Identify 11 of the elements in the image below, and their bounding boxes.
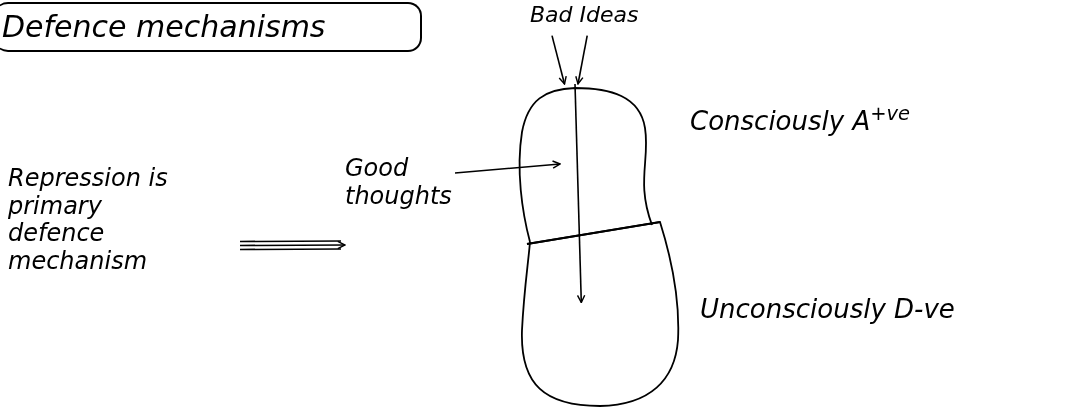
- arrow: [239, 240, 346, 251]
- handwritten-note: Good thoughts: [345, 155, 453, 211]
- handwritten-note: Consciously A$^{+ve}$: [690, 108, 912, 134]
- handwritten-note: Bad Ideas: [530, 2, 640, 28]
- arrow: [575, 34, 588, 85]
- arrow: [454, 160, 561, 174]
- arrow: [551, 34, 567, 85]
- handwritten-note: Repression is primary defence mechanism: [8, 165, 169, 276]
- title: Defence mechanisms: [2, 12, 326, 42]
- handwritten-note: Unconsciously D-ve: [700, 296, 956, 322]
- arrow: [574, 83, 586, 304]
